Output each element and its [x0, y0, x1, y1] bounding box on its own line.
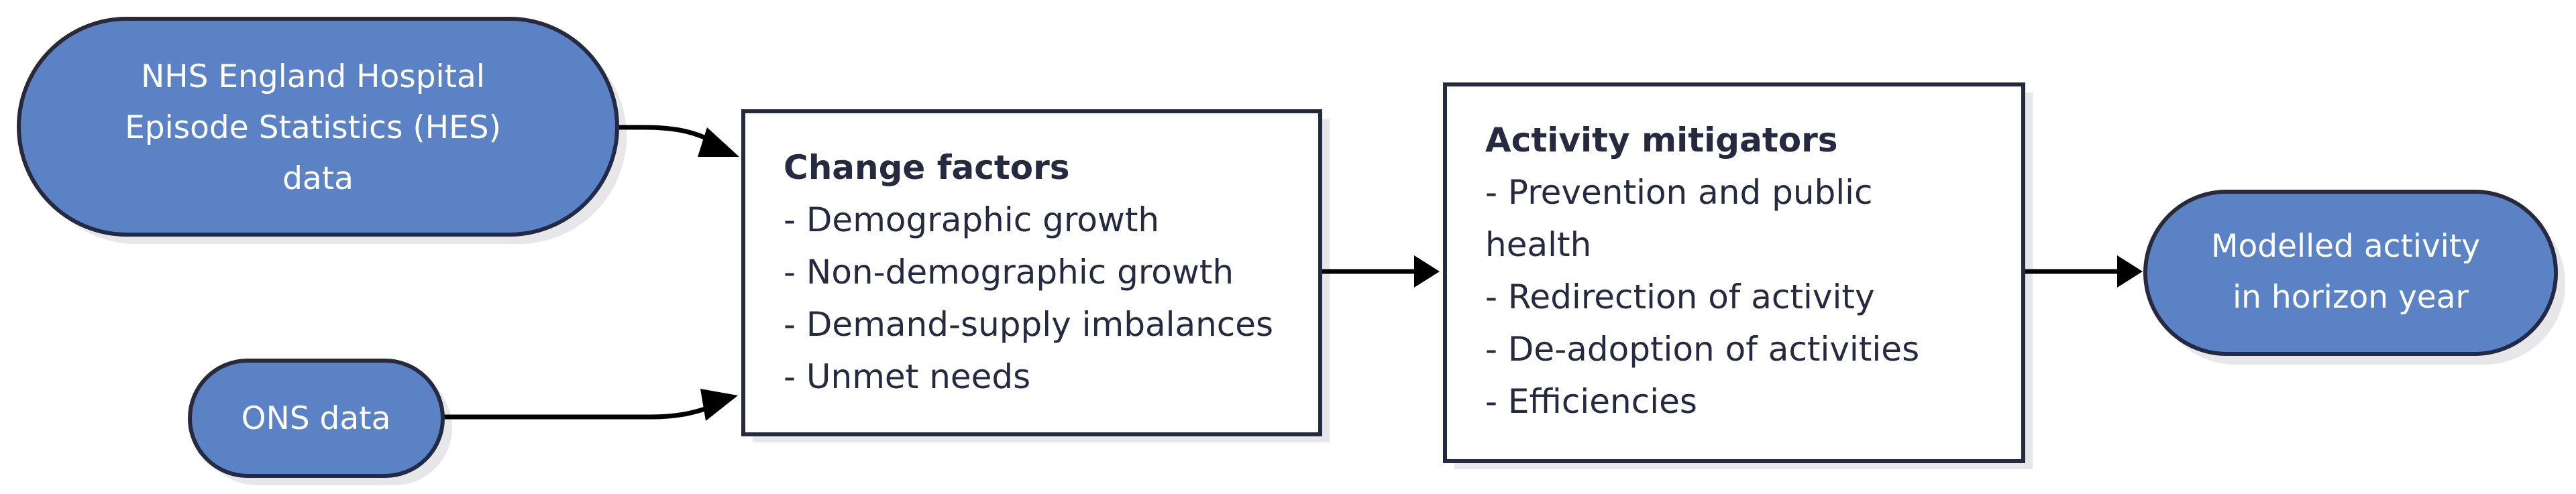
modelled-activity-pill [2143, 190, 2558, 356]
change-factors-item-4: - Unmet needs [784, 357, 1030, 396]
node-hes-source: NHS England Hospital Episode Statistics … [17, 17, 619, 237]
arrowhead-hes-to-change-factors [698, 127, 739, 157]
hes-source-line-3: data [282, 160, 354, 197]
modelled-activity-line-2: in horizon year [2233, 279, 2469, 316]
arrowhead-ons-to-change-factors [700, 389, 738, 421]
edge-hes-to-change-factors [617, 125, 718, 146]
node-activity-mitigators: Activity mitigators - Prevention and pub… [1443, 82, 2025, 463]
change-factors-item-3: - Demand-supply imbalances [784, 305, 1273, 344]
hes-source-line-2: Episode Statistics (HES) [125, 109, 501, 146]
activity-mitigators-item-4: - Efficiencies [1485, 382, 1697, 421]
node-change-factors: Change factors - Demographic growth - No… [741, 109, 1322, 436]
change-factors-item-1: - Demographic growth [784, 200, 1159, 239]
node-ons-source: ONS data [188, 359, 445, 478]
activity-mitigators-box [1443, 82, 2025, 463]
hes-source-line-1: NHS England Hospital [141, 58, 485, 95]
activity-mitigators-item-2: - Redirection of activity [1485, 277, 1875, 316]
change-factors-title: Change factors [784, 148, 1070, 187]
modelled-activity-label: Modelled activity in horizon year [2211, 228, 2490, 316]
change-factors-item-2: - Non-demographic growth [784, 253, 1234, 292]
activity-mitigators-item-1-cont: health [1485, 225, 1591, 264]
ons-source-label: ONS data [241, 400, 391, 437]
ons-source-pill [188, 359, 445, 478]
edge-ons-to-change-factors [444, 402, 719, 420]
arrowhead-activity-mitigators-to-modelled-activity [2117, 255, 2143, 288]
node-modelled-activity: Modelled activity in horizon year [2143, 190, 2558, 356]
modelled-activity-line-1: Modelled activity [2211, 228, 2480, 265]
arrowhead-change-factors-to-activity-mitigators [1414, 255, 1440, 288]
hes-source-label: NHS England Hospital Episode Statistics … [125, 58, 511, 197]
ons-source-line-1: ONS data [241, 400, 391, 437]
change-factors-box [741, 109, 1322, 436]
activity-mitigators-item-1: - Prevention and public [1485, 173, 1873, 212]
hes-source-pill [17, 17, 619, 237]
activity-mitigators-item-3: - De-adoption of activities [1485, 330, 1919, 369]
activity-mitigators-title: Activity mitigators [1485, 121, 1838, 160]
